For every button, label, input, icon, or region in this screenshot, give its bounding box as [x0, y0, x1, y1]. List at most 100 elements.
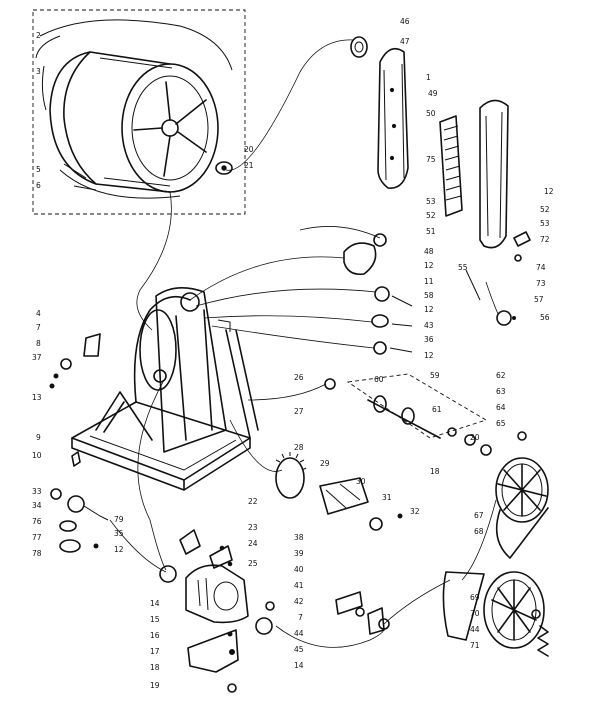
part-37-screw [53, 373, 59, 379]
drum-roller-20-21 [215, 161, 233, 175]
part-22-switch [179, 529, 201, 555]
upper-bearing [180, 292, 200, 312]
label-24: 24 [248, 539, 258, 548]
part-55-lead [465, 269, 481, 301]
drum-seam-lines [99, 57, 173, 187]
label-44b: 44 [470, 625, 480, 634]
label-12b: 12 [424, 261, 434, 270]
label-18b: 18 [150, 663, 160, 672]
label-14: 14 [294, 661, 304, 670]
label-79: 79 [114, 515, 124, 524]
label-47: 47 [400, 37, 410, 46]
left-small-parts [49, 333, 101, 467]
label-6: 6 [36, 181, 41, 190]
label-50: 50 [426, 109, 436, 118]
part-65-clip [517, 431, 527, 441]
leader-lines [109, 39, 499, 648]
main-frame [71, 287, 259, 491]
screw [389, 87, 395, 93]
part-1-bulkhead [377, 47, 409, 189]
part-50-heater-element [439, 115, 463, 217]
label-25: 25 [248, 559, 258, 568]
label-30: 30 [356, 477, 366, 486]
part-48-cover [343, 242, 377, 276]
label-40: 40 [294, 565, 304, 574]
label-55: 55 [458, 263, 468, 272]
screw [391, 123, 397, 129]
support-ribs [175, 309, 213, 441]
part-1-inner-lines [383, 63, 405, 181]
label-28: 28 [294, 443, 304, 452]
lower-bearing [153, 369, 167, 383]
label-18: 18 [430, 467, 440, 476]
part-45-pulley [255, 617, 273, 635]
part-63-washer [447, 427, 457, 437]
label-68: 68 [474, 527, 484, 536]
part-49-heater-housing [479, 99, 509, 249]
label-35: 35 [114, 529, 124, 538]
label-31: 31 [382, 493, 392, 502]
label-42: 42 [294, 597, 304, 606]
label-23: 23 [248, 523, 258, 532]
label-11: 11 [424, 277, 434, 286]
leader [137, 379, 167, 571]
label-15: 15 [150, 615, 160, 624]
screw [389, 155, 395, 161]
label-32: 32 [410, 507, 420, 516]
label-60: 60 [374, 375, 384, 384]
motor [159, 564, 275, 693]
part-74-screw [514, 254, 522, 262]
label-20b: 20 [470, 433, 480, 442]
drum-rear-inner [131, 75, 209, 181]
part-68-belt [495, 507, 549, 559]
part-76-cap [59, 520, 77, 532]
shaft-bearing-1 [373, 395, 387, 413]
part-19-nut [227, 683, 237, 693]
part-71-spring [537, 625, 549, 657]
part-58-thermostat [374, 286, 390, 302]
part-40-idler-bracket [335, 591, 363, 615]
part-14-clamp-b [265, 601, 275, 611]
part-12-screw [93, 543, 99, 549]
switch-terminal [219, 545, 225, 551]
label-37: 37 [32, 353, 42, 362]
label-76: 76 [32, 517, 42, 526]
label-41: 41 [294, 581, 304, 590]
label-73: 73 [536, 279, 546, 288]
label-26: 26 [294, 373, 304, 382]
leader [299, 226, 381, 239]
leader [211, 325, 375, 349]
switch-terminal [227, 561, 233, 567]
label-27: 27 [294, 407, 304, 416]
leader [229, 419, 283, 472]
support-left-strut [133, 295, 191, 403]
label-36: 36 [424, 335, 434, 344]
label-33: 33 [32, 487, 42, 496]
label-20: 20 [244, 145, 254, 154]
part-13-nut [49, 383, 55, 389]
label-64: 64 [496, 403, 506, 412]
part-46-felt-seal [350, 36, 368, 58]
part-67-pulley [495, 457, 549, 523]
drum-spider [133, 81, 207, 177]
leader [136, 191, 172, 331]
label-39: 39 [294, 549, 304, 558]
part-44-washer-b [531, 609, 541, 619]
motor-ribs [197, 577, 209, 611]
idler-assembly [335, 591, 390, 635]
label-77: 77 [32, 533, 42, 542]
part-42-washer [355, 607, 365, 617]
leader [383, 579, 451, 625]
bracket-top [217, 319, 231, 332]
shaft-assembly [324, 373, 549, 559]
part-7-bracket [83, 333, 101, 357]
leader [189, 256, 345, 301]
part-10-foot [71, 451, 81, 467]
part-59-box [346, 373, 488, 439]
label-78: 78 [32, 549, 42, 558]
part-15-motor [185, 564, 249, 624]
label-16: 16 [150, 631, 160, 640]
seal-and-heater [350, 36, 531, 326]
